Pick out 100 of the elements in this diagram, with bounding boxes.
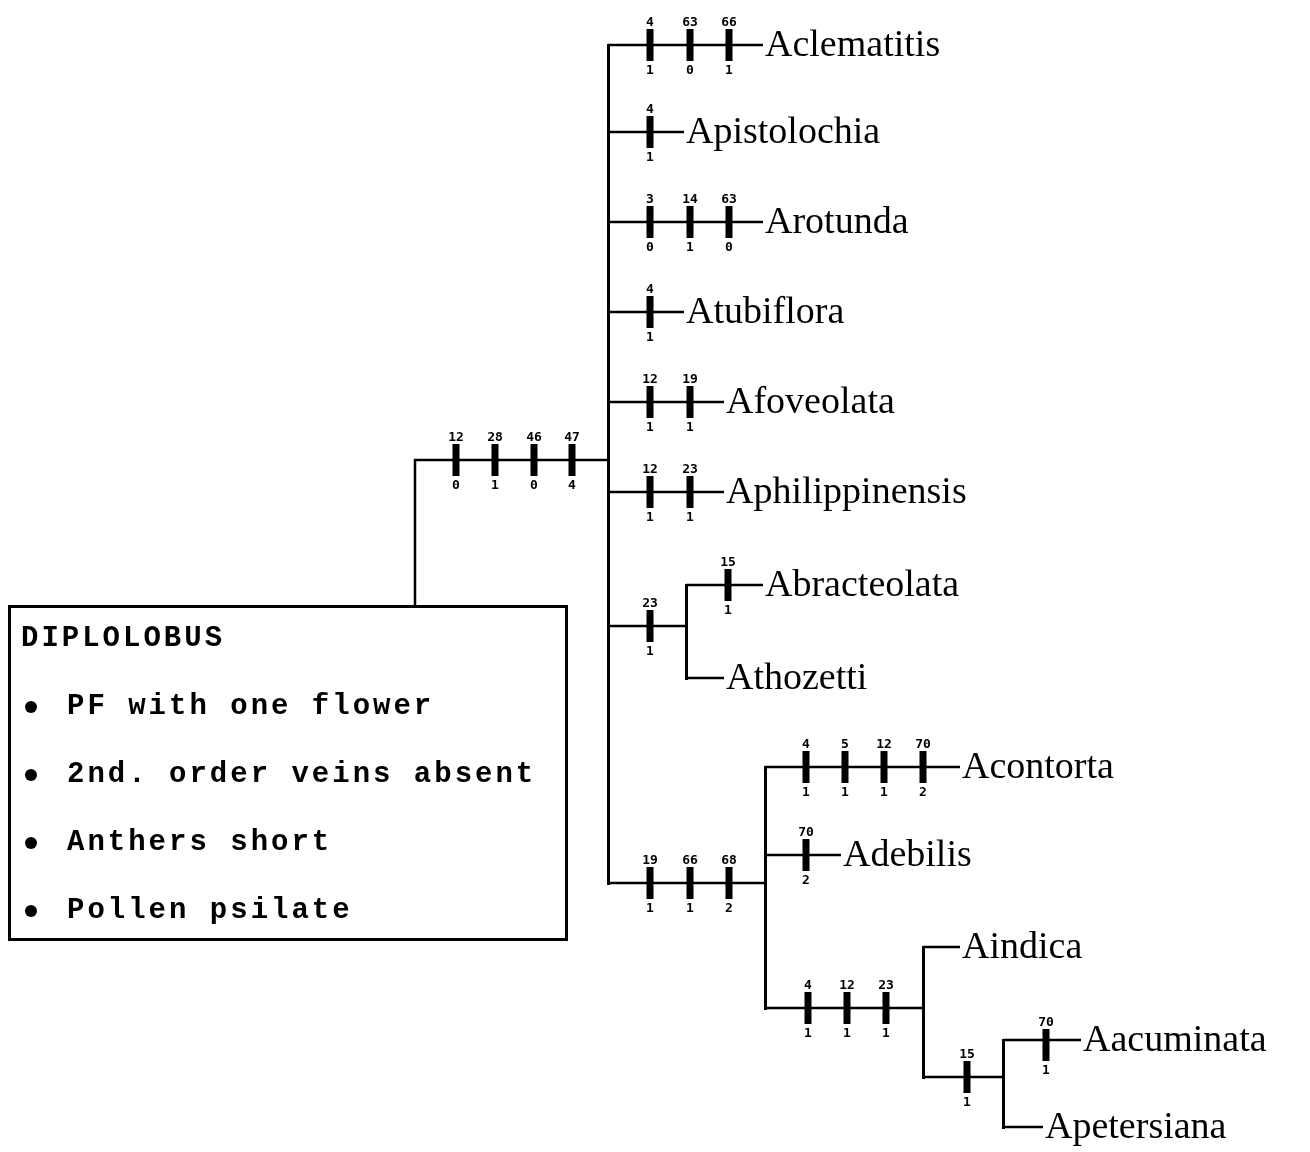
taxon-name: Athozetti <box>726 653 868 699</box>
character-number: 3 <box>645 191 655 206</box>
tree-branch <box>765 1006 923 1010</box>
character-number: 4 <box>645 14 655 29</box>
character-state: 1 <box>685 239 695 254</box>
character-state: 1 <box>724 62 734 77</box>
character-number: 46 <box>525 429 543 444</box>
tree-branch <box>608 310 684 314</box>
character-number: 23 <box>641 595 659 610</box>
character-text: Pollen psilate <box>67 894 353 928</box>
branch-junction <box>1001 1038 1005 1129</box>
character-number: 70 <box>797 824 815 839</box>
character-state: 1 <box>645 643 655 658</box>
character-state: 1 <box>645 509 655 524</box>
character-number: 12 <box>641 371 659 386</box>
character-number: 4 <box>645 101 655 116</box>
character-number: 4 <box>645 281 655 296</box>
character-state: 1 <box>962 1094 972 1109</box>
tree-branch <box>765 765 960 769</box>
character-state: 1 <box>879 784 889 799</box>
character-state: 2 <box>724 900 734 915</box>
character-state: 1 <box>723 602 733 617</box>
character-number: 12 <box>838 977 856 992</box>
character-state: 2 <box>801 872 811 887</box>
character-number: 4 <box>803 977 813 992</box>
character-number: 66 <box>720 14 738 29</box>
character-number: 19 <box>681 371 699 386</box>
tree-branch <box>686 583 763 587</box>
character-state: 2 <box>918 784 928 799</box>
taxon-name: Aclematitis <box>765 20 941 66</box>
character-state: 0 <box>645 239 655 254</box>
tree-branch <box>608 400 724 404</box>
character-state: 1 <box>881 1025 891 1040</box>
character-state: 1 <box>685 419 695 434</box>
character-state: 1 <box>490 477 500 492</box>
character-number: 28 <box>486 429 504 444</box>
character-state: 1 <box>645 62 655 77</box>
tree-branch <box>686 676 724 680</box>
character-state: 0 <box>724 239 734 254</box>
taxon-name: Abracteolata <box>765 560 960 606</box>
tree-branch <box>608 43 763 47</box>
character-number: 15 <box>958 1046 976 1061</box>
character-number: 68 <box>720 852 738 867</box>
taxon-name: Apistolochia <box>686 107 881 153</box>
branch-junction <box>684 583 688 680</box>
taxon-name: Aphilippinensis <box>726 467 967 513</box>
character-number: 12 <box>641 461 659 476</box>
character-number: 23 <box>877 977 895 992</box>
character-number: 23 <box>681 461 699 476</box>
character-text: Anthers short <box>67 826 333 860</box>
character-state: 1 <box>685 509 695 524</box>
character-number: 63 <box>681 14 699 29</box>
branch-junction <box>921 945 925 1079</box>
branch-junction <box>606 43 610 885</box>
box-heading: DIPLOLOBUS <box>21 622 226 656</box>
character-state: 0 <box>685 62 695 77</box>
character-number: 19 <box>641 852 659 867</box>
tree-branch <box>1003 1038 1081 1042</box>
tree-branch <box>765 853 841 857</box>
tree-branch <box>1003 1125 1043 1129</box>
character-box <box>8 605 568 941</box>
character-state: 1 <box>685 900 695 915</box>
character-text: PF with one flower <box>67 690 435 724</box>
tree-branch <box>608 130 684 134</box>
character-number: 70 <box>1037 1014 1055 1029</box>
character-state: 1 <box>645 900 655 915</box>
character-state: 1 <box>645 329 655 344</box>
branch-junction <box>763 765 767 1010</box>
tree-branch <box>608 220 763 224</box>
tree-branch <box>608 490 724 494</box>
character-state: 1 <box>842 1025 852 1040</box>
tree-branch <box>608 624 686 628</box>
taxon-name: Aindica <box>962 922 1083 968</box>
character-state: 4 <box>567 477 577 492</box>
character-state: 1 <box>803 1025 813 1040</box>
character-state: 1 <box>1041 1062 1051 1077</box>
taxon-name: Atubiflora <box>686 287 845 333</box>
character-number: 70 <box>914 736 932 751</box>
character-state: 0 <box>529 477 539 492</box>
character-number: 5 <box>840 736 850 751</box>
character-number: 4 <box>801 736 811 751</box>
tree-branch <box>413 458 608 605</box>
tree-branch <box>923 1075 1003 1079</box>
character-state: 0 <box>451 477 461 492</box>
taxon-name: Adebilis <box>843 830 972 876</box>
character-number: 66 <box>681 852 699 867</box>
tree-branch <box>923 945 960 949</box>
character-state: 1 <box>801 784 811 799</box>
taxon-name: Aacuminata <box>1083 1015 1267 1061</box>
character-text: 2nd. order veins absent <box>67 758 537 792</box>
taxon-name: Apetersiana <box>1045 1102 1227 1148</box>
character-state: 1 <box>840 784 850 799</box>
taxon-name: Afoveolata <box>726 377 895 423</box>
character-number: 63 <box>720 191 738 206</box>
tree-branch <box>608 881 765 885</box>
character-number: 12 <box>875 736 893 751</box>
character-number: 12 <box>447 429 465 444</box>
taxon-name: Arotunda <box>765 197 909 243</box>
taxon-name: Acontorta <box>962 742 1114 788</box>
character-number: 47 <box>563 429 581 444</box>
